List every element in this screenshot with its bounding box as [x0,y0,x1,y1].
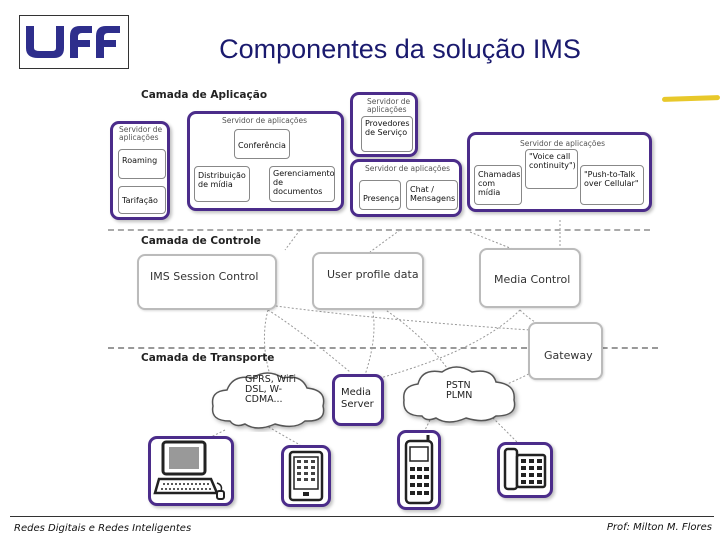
media-server: Media Server [332,374,384,426]
page-title: Componentes da solução IMS [219,34,581,64]
logo: uff [19,15,129,69]
app-item-roaming: Roaming [118,149,166,179]
device-phone [497,442,553,498]
layer-label-application: Camada de Aplicação [141,89,268,101]
footer-left: Redes Digitais e Redes Inteligentes [14,523,192,534]
app-group-lower: Servidor de aplicações Presença Chat / M… [350,159,462,217]
app-item-conferencia: Conferência [234,129,290,159]
user-profile-data: User profile data [312,252,424,310]
gateway-label: Gateway [544,349,593,362]
pda-icon [288,450,324,502]
app-item-chat: Chat / Mensagens [406,180,458,210]
app-group-right: Servidor de aplicações Chamadas com mídi… [467,132,652,212]
control-dash [108,347,658,349]
app-item-distribuicao: Distribuição de mídia [194,166,250,202]
footer-divider [10,516,714,517]
media-control: Media Control [479,248,581,308]
device-mobile [397,430,441,510]
app-group-left: Servidor de aplicações Roaming Tarifação [110,121,170,220]
cloud-left-icon [211,372,325,429]
app-item-chamadas: Chamadas com mídia [474,165,522,205]
computer-icon [153,440,225,500]
app-group-right-title: Servidor de aplicações [520,139,606,148]
ims-session-control: IMS Session Control [137,254,277,310]
app-group-mid-title: Servidor de aplicações [222,116,308,125]
layer-label-transport: Camada de Transporte [141,352,275,364]
device-computer [148,436,234,506]
device-pda [281,445,331,507]
app-group-top: Servidor de aplicações Provedores de Ser… [350,92,418,157]
uff-logo-icon [26,26,120,58]
ims-session-control-label: IMS Session Control [150,270,259,283]
cloud-left-label: GPRS, WiFi DSL, W-CDMA... [245,374,296,405]
app-item-gerenciamento: Gerenciamento de documentos [269,166,335,202]
media-control-label: Media Control [494,273,571,286]
app-group-mid: Servidor de aplicações Conferência Distr… [187,111,344,211]
cloud-right-label: PSTN PLMN [446,380,473,401]
app-item-tarifacao: Tarifação [118,186,166,214]
mobile-phone-icon [404,435,434,505]
footer-right: Prof: Milton M. Flores [606,522,712,533]
application-dash-top [108,229,650,231]
app-item-provedores: Provedores de Serviço [361,116,413,152]
gateway: Gateway [528,322,603,380]
media-server-label: Media Server [341,387,374,410]
telephone-icon [503,447,547,491]
app-item-voice: "Voice call continuity") [525,149,578,189]
app-item-push-to-talk: "Push-to-Talk over Cellular" [580,165,644,205]
user-profile-data-label: User profile data [327,268,419,281]
layer-label-control: Camada de Controle [141,235,261,247]
app-group-top-title: Servidor de aplicações [367,97,411,114]
app-group-lower-title: Servidor de aplicações [365,164,451,173]
app-item-presenca: Presença [359,180,401,210]
app-group-left-title: Servidor de aplicações [119,125,163,142]
cloud-right-icon [403,366,516,423]
